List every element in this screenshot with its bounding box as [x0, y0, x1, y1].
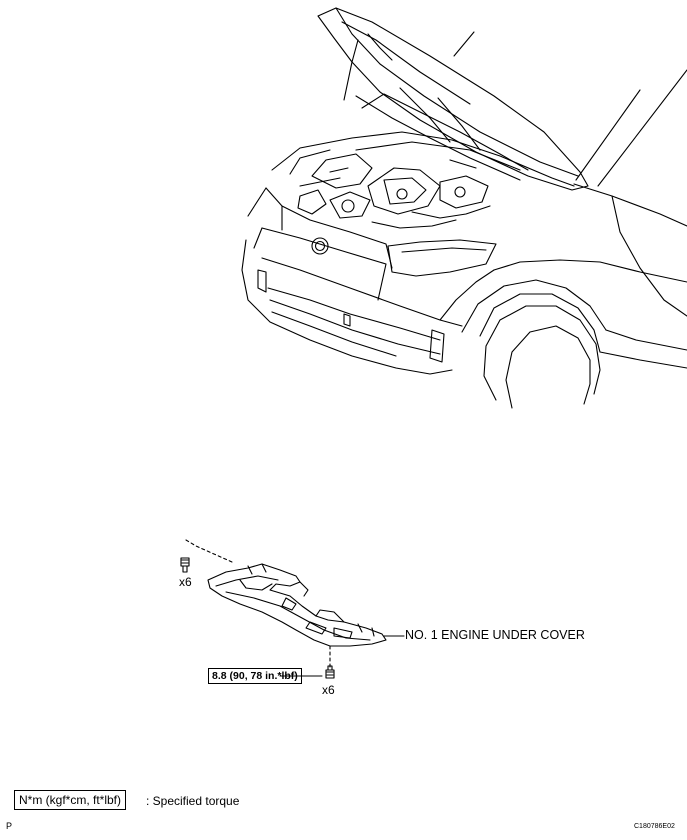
upper-bolt-quantity: x6 — [179, 575, 192, 589]
part-label-engine-under-cover: NO. 1 ENGINE UNDER COVER — [405, 628, 585, 642]
lower-bolt-icon — [325, 665, 335, 679]
torque-unit-legend-box: N*m (kgf*cm, ft*lbf) — [14, 790, 127, 810]
torque-spec-box: 8.8 (90, 78 in.*lbf) — [208, 668, 302, 684]
figure-id: C180786E02 — [634, 823, 675, 830]
upper-bolt-icon — [180, 557, 190, 573]
lower-bolt-quantity: x6 — [322, 683, 335, 697]
corner-mark: P — [6, 821, 13, 831]
legend-description: : Specified torque — [146, 794, 240, 808]
